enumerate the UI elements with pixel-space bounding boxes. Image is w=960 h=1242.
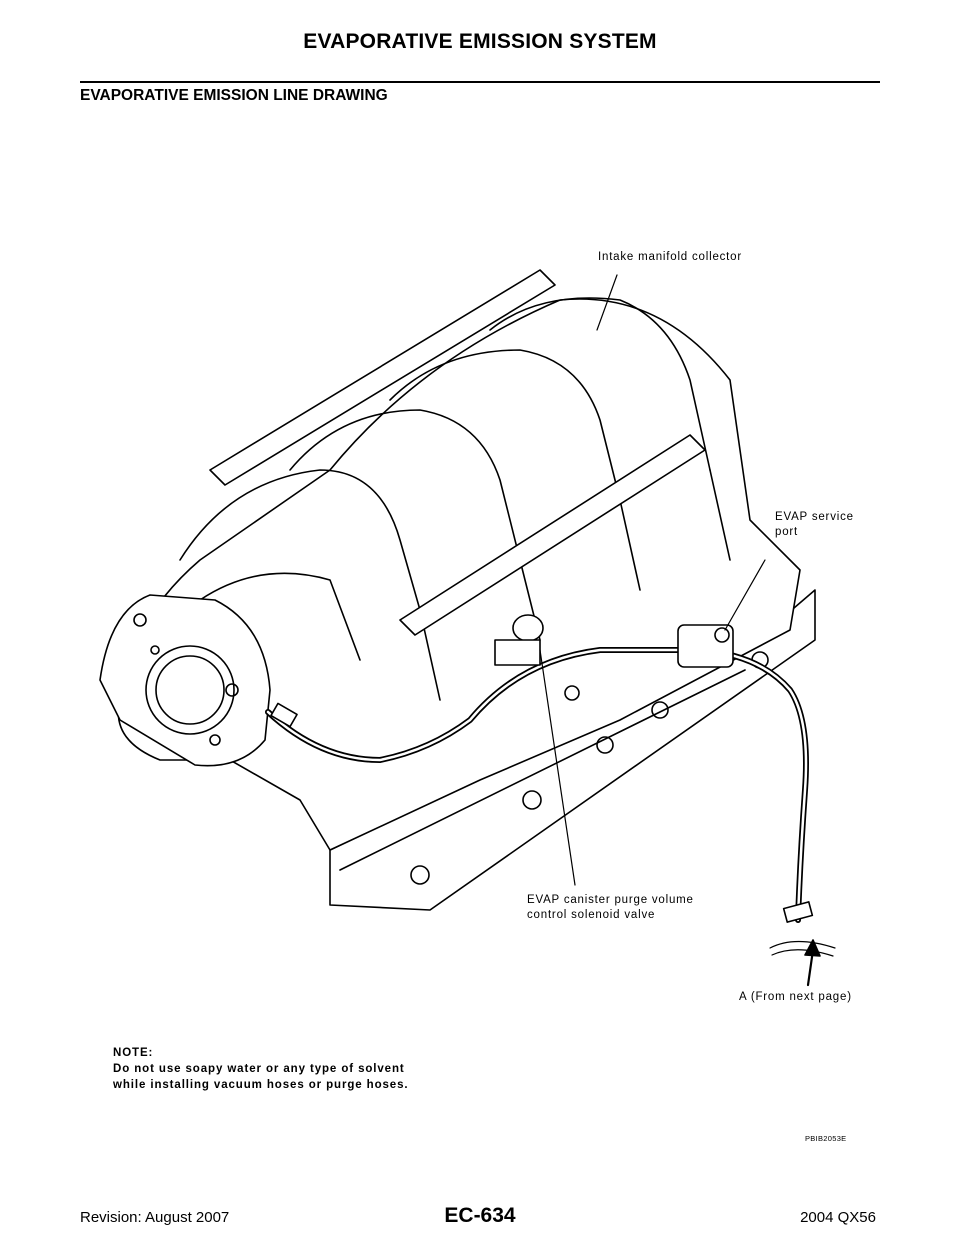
callout-purge-valve: EVAP canister purge volume control solen… xyxy=(527,894,694,921)
footer-model: 2004 QX56 xyxy=(800,1209,876,1226)
figure-code: PBIB2053E xyxy=(805,1134,847,1143)
manifold-top-rail xyxy=(209,269,556,486)
footer-page-number: EC-634 xyxy=(444,1204,516,1227)
section-title: EVAPORATIVE EMISSION LINE DRAWING xyxy=(80,87,388,104)
note-line: while installing vacuum hoses or purge h… xyxy=(113,1079,409,1091)
leader-evap-service-port xyxy=(724,559,766,631)
manifold-runner xyxy=(389,349,621,501)
footer-revision: Revision: August 2007 xyxy=(80,1209,230,1226)
purge-solenoid-valve xyxy=(494,614,544,666)
evap-service-port xyxy=(677,624,734,668)
manifold-body xyxy=(117,298,801,851)
note-block: NOTE: Do not use soapy water or any type… xyxy=(113,1045,408,1093)
note-heading: NOTE: xyxy=(113,1047,154,1059)
note-line: Do not use soapy water or any type of so… xyxy=(113,1063,405,1075)
throttle-body xyxy=(99,594,271,767)
manifold-top-rail xyxy=(399,434,706,636)
manifold-runner xyxy=(489,297,711,471)
page-header-title: EVAPORATIVE EMISSION SYSTEM xyxy=(303,30,657,53)
leader-purge-valve xyxy=(539,649,576,886)
manifold-runner xyxy=(289,409,521,561)
callout-evap-service-port: EVAP service port xyxy=(775,511,854,538)
leader-intake-manifold xyxy=(596,274,618,331)
callout-intake-manifold: Intake manifold collector xyxy=(598,251,743,263)
manifold-runner xyxy=(179,469,421,611)
callout-from-next-page: A (From next page) xyxy=(739,991,852,1003)
header-divider xyxy=(80,81,880,83)
